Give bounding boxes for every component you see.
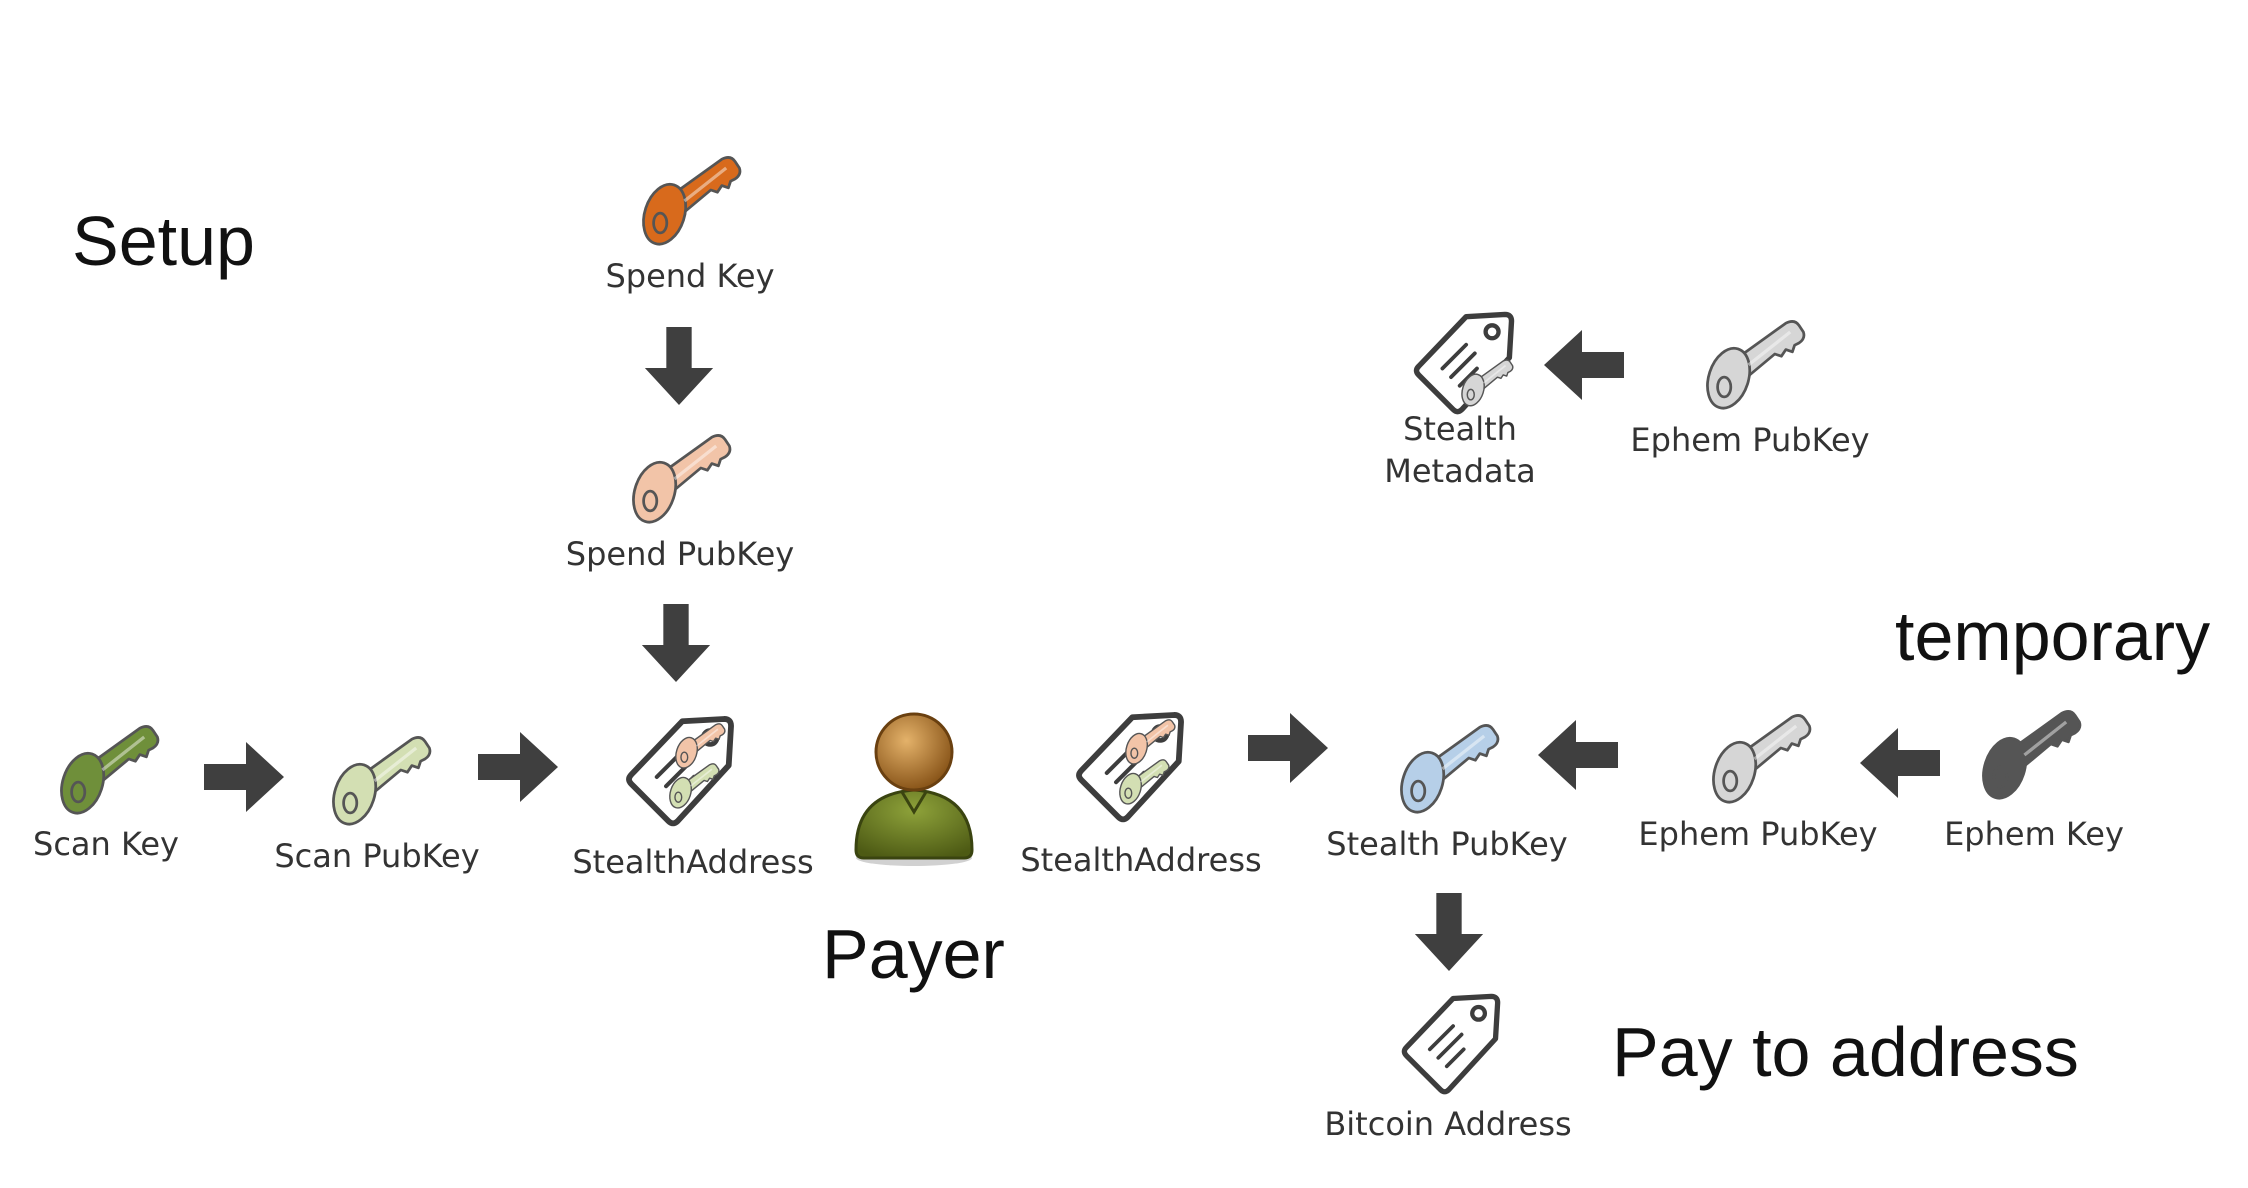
arrow-left-icon — [1538, 720, 1618, 790]
heading-payer: Payer — [822, 915, 1005, 993]
arrow-down-icon — [1414, 893, 1484, 971]
heading-temporary: temporary — [1895, 597, 2211, 675]
payer-icon — [854, 712, 974, 866]
bitcoin-address-icon — [1398, 990, 1504, 1096]
heading-pay-to-address: Pay to address — [1612, 1013, 2079, 1091]
ephem-pubkey-top-label: Ephem PubKey — [1630, 421, 1870, 459]
spend-pubkey-label: Spend PubKey — [565, 535, 795, 573]
stealth-address-right-icon — [1072, 708, 1188, 824]
stealth-metadata-icon — [1410, 308, 1518, 416]
arrow-left-icon — [1544, 330, 1624, 400]
spend-key-icon — [636, 146, 746, 256]
ephem-pubkey-top-icon — [1700, 310, 1810, 420]
arrow-right-icon — [204, 742, 284, 812]
arrow-right-icon — [478, 732, 558, 802]
arrow-down-icon — [644, 327, 714, 405]
heading-setup: Setup — [72, 202, 255, 280]
arrow-down-icon — [641, 604, 711, 682]
stealth-pubkey-icon — [1394, 714, 1504, 824]
bitcoin-address-label: Bitcoin Address — [1324, 1105, 1572, 1143]
ephem-pubkey-bottom-label: Ephem PubKey — [1638, 815, 1878, 853]
spend-pubkey-icon — [626, 424, 736, 534]
stealth-pubkey-label: Stealth PubKey — [1326, 825, 1568, 863]
arrow-left-icon — [1860, 728, 1940, 798]
scan-pubkey-icon — [326, 726, 436, 836]
scan-pubkey-label: Scan PubKey — [274, 837, 480, 875]
ephem-pubkey-icon — [1706, 704, 1816, 814]
scan-key-icon — [54, 715, 164, 825]
ephem-key-label: Ephem Key — [1944, 815, 2124, 853]
stealth-address-left-label: StealthAddress — [572, 843, 814, 881]
scan-key-label: Scan Key — [33, 825, 179, 863]
ephem-key-icon — [1976, 700, 2086, 810]
spend-key-label: Spend Key — [605, 257, 775, 295]
stealth-address-right-label: StealthAddress — [1020, 841, 1262, 879]
arrow-right-icon — [1248, 713, 1328, 783]
stealth-metadata-label: Stealth Metadata — [1384, 410, 1536, 490]
stealth-address-left-icon — [622, 712, 738, 828]
